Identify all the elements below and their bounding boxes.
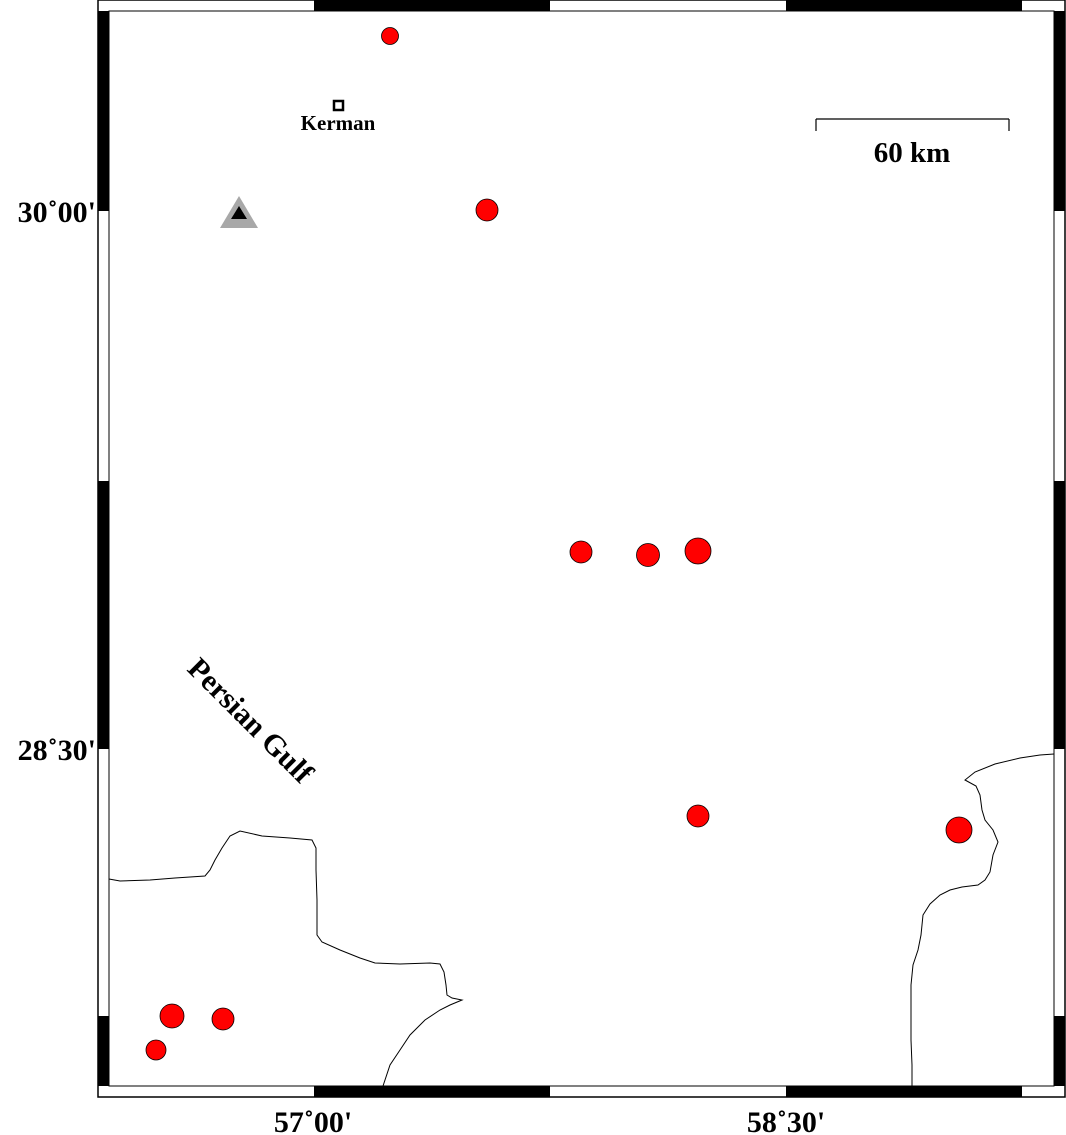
city-label: Kerman — [301, 111, 376, 135]
event-marker — [381, 27, 399, 45]
lon-label-58-30: 58˚30' — [747, 1106, 825, 1135]
coastline-west — [108, 830, 464, 1087]
frame-ticks — [98, 0, 1065, 1097]
lat-label-28-30: 28˚30' — [18, 734, 96, 767]
coastline-east — [910, 753, 1055, 1086]
event-marker — [636, 543, 660, 567]
event-marker — [159, 1003, 185, 1029]
event-marker — [211, 1007, 235, 1031]
scale-bar-label: 60 km — [874, 137, 951, 169]
lon-label-57: 57˚00' — [274, 1106, 352, 1135]
event-marker — [475, 198, 499, 222]
event-marker — [569, 540, 593, 564]
events-layer — [145, 27, 973, 1061]
lat-label-30: 30˚00' — [18, 196, 96, 229]
event-marker — [684, 537, 712, 565]
event-marker — [686, 804, 710, 828]
event-marker — [145, 1039, 167, 1061]
event-marker — [945, 816, 973, 844]
city-marker-icon — [332, 99, 345, 112]
scale-bar: 60 km — [815, 118, 1010, 169]
station-triangle-icon — [220, 196, 258, 228]
